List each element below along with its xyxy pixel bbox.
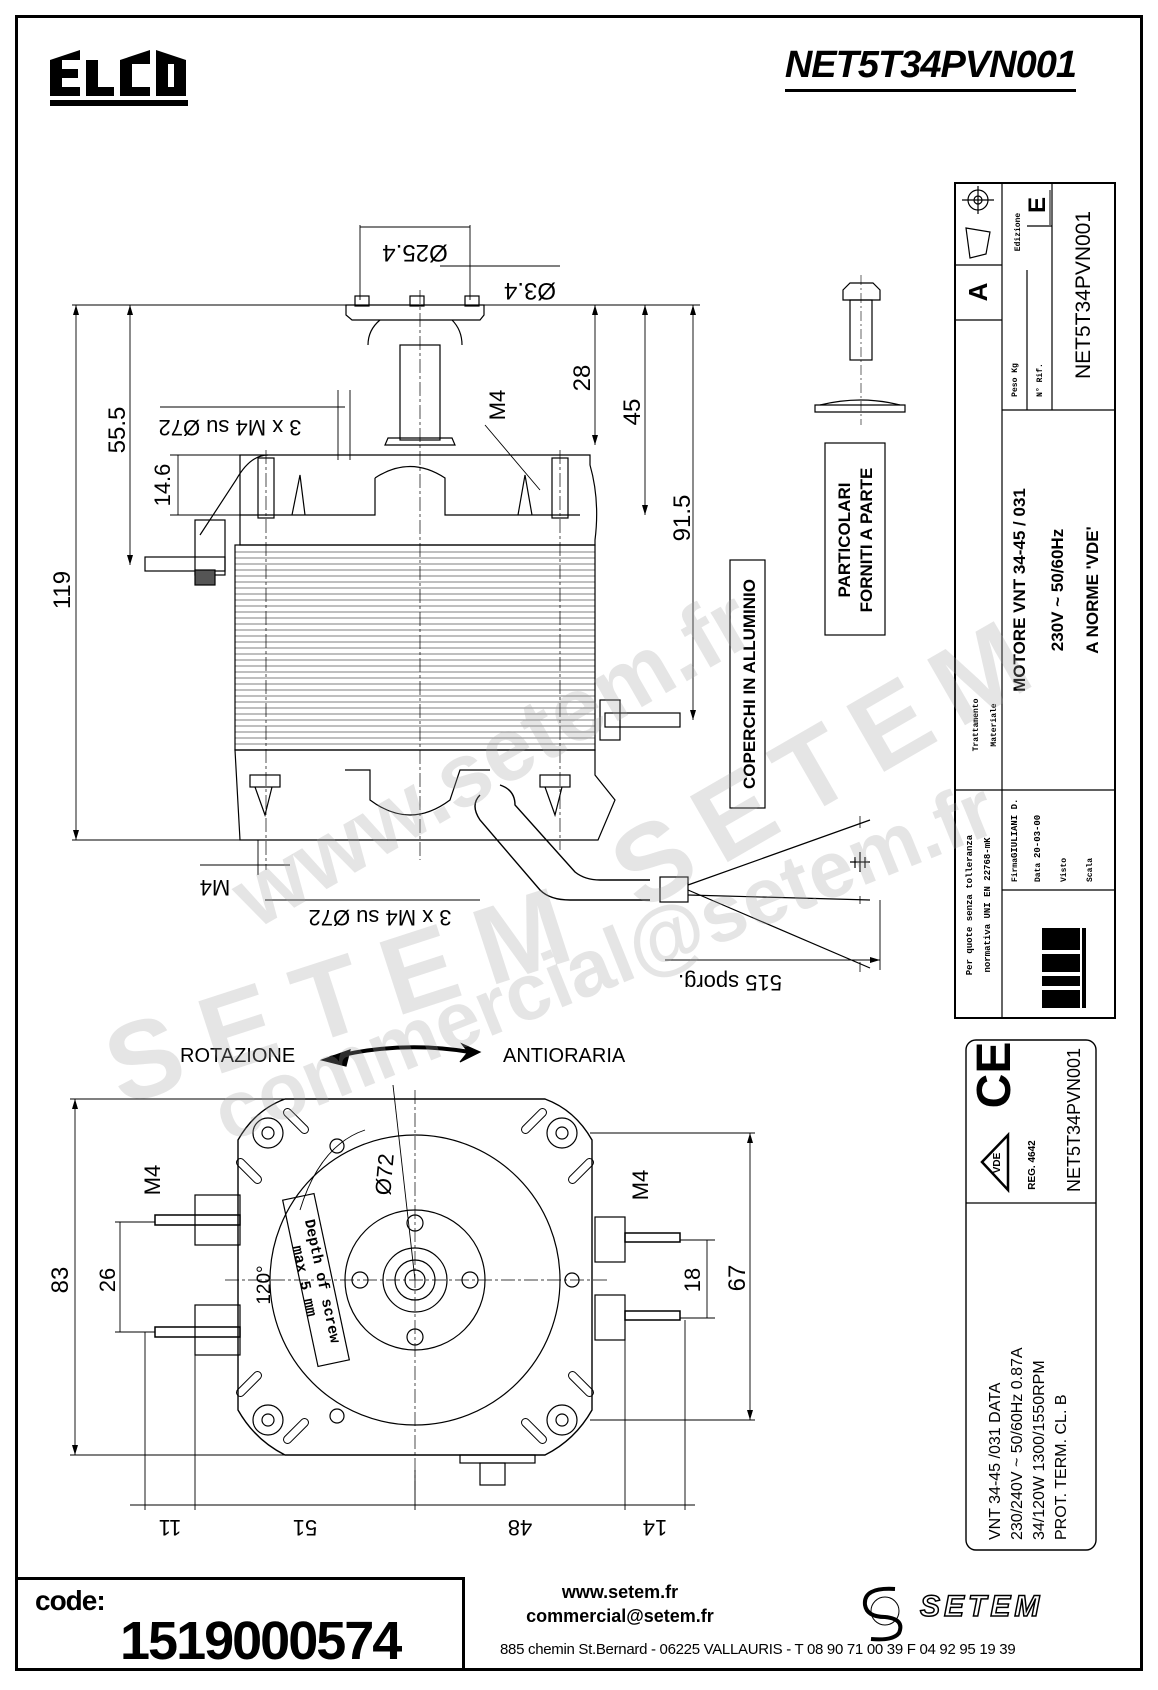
vde-reg: REG. 4642	[1027, 1140, 1038, 1190]
ce-mark-icon: CE	[968, 1042, 1021, 1109]
setem-logo	[855, 1583, 915, 1648]
dim-pcd-72: Ø72	[370, 1153, 399, 1197]
website-link[interactable]: www.setem.fr	[561, 1582, 679, 1602]
setem-swirl-icon	[862, 1586, 903, 1642]
dim-45: 45	[619, 399, 646, 426]
title-block-elco-logo-icon	[1042, 928, 1086, 1008]
vde-mark-icon: VDE	[992, 1152, 1003, 1173]
dim-119: 119	[49, 571, 76, 609]
rotation-direction: ANTIORARIA	[503, 1045, 626, 1067]
dim-14-6: 14.6	[150, 464, 175, 507]
parts-note-box	[824, 442, 886, 636]
projection-letter: A	[963, 282, 993, 301]
dim-square-83: 83	[47, 1267, 74, 1294]
thread-m4-left: M4	[140, 1165, 165, 1196]
thread-m4-right: M4	[628, 1170, 653, 1201]
date-label: Data	[1034, 863, 1043, 882]
treatment-label: Trattamento	[972, 698, 981, 751]
note-covers: COPERCHI IN ALLUMINIO	[740, 579, 759, 789]
drawing-frame	[15, 15, 1143, 1671]
thread-m4-bottom: M4	[200, 875, 231, 900]
dim-14: 14	[643, 1515, 667, 1540]
code-label: code:	[35, 1585, 106, 1616]
elco-logo	[50, 46, 220, 113]
dim-48: 48	[508, 1515, 532, 1540]
voltage-description: 230V ~ 50/60Hz	[1048, 529, 1067, 651]
dim-dia-25-4: Ø25.4	[382, 239, 447, 266]
contact-block: www.setem.fr commercial@setem.fr	[470, 1580, 770, 1628]
front-view-motor	[154, 1042, 681, 1490]
covers-note-box	[729, 559, 766, 809]
dim-top-bolts: 3 x M4 su Ø72	[158, 415, 301, 440]
front-view-dimensions	[70, 1084, 755, 1510]
side-view-motor	[144, 290, 871, 972]
signed-by: GIULIANI D.	[1010, 799, 1020, 858]
dim-square-67: 67	[724, 1265, 751, 1292]
plate-line-2: 230/240V ~ 50/60Hz 0.87A	[1009, 1347, 1026, 1540]
setem-wordmark: SETEM	[919, 1589, 1044, 1624]
edition-label: Edizione	[1014, 213, 1023, 252]
ground-icon	[850, 852, 870, 872]
dim-dia-3-4: Ø3.4	[504, 277, 556, 304]
code-box: code: 1519000574	[15, 1577, 465, 1671]
dim-91-5: 91.5	[669, 495, 696, 542]
standard-description: A NORME 'VDE'	[1083, 526, 1102, 653]
rotation-label: ROTAZIONE	[180, 1045, 295, 1067]
tolerance-note-2: normativa UNI EN 22768-mK	[983, 837, 993, 973]
note-parts-2: FORNITI A PARTE	[857, 468, 876, 613]
dim-28: 28	[569, 365, 596, 392]
email-link[interactable]: commercial@setem.fr	[526, 1606, 714, 1626]
dim-bottom-bolts: 3 x M4 su Ø72	[308, 905, 451, 930]
dim-51: 51	[293, 1515, 317, 1540]
dim-18: 18	[680, 1268, 705, 1292]
plate-line-3: 34/120W 1300/1550RPM	[1031, 1360, 1048, 1540]
model-title: NET5T34PVN001	[784, 44, 1077, 92]
thread-m4-top: M4	[485, 390, 510, 421]
plate-code: NET5T34PVN001	[1064, 1048, 1084, 1192]
drawing-date: 20-03-00	[1033, 815, 1043, 858]
ref-label: N° Rif.	[1036, 363, 1045, 397]
plate-line-4: PROT. TERM. CL. B	[1053, 1394, 1070, 1540]
dim-55-5: 55.5	[104, 407, 131, 454]
side-view-dimensions	[72, 225, 881, 970]
dim-11: 11	[159, 1515, 182, 1540]
material-label: Materiale	[990, 703, 999, 746]
vde-triangle-icon	[980, 1131, 1010, 1194]
dim-cable-515: 515 sporg.	[678, 970, 782, 995]
signed-label: Firma	[1011, 858, 1020, 882]
scale-label: Scala	[1086, 858, 1095, 882]
tolerance-note-1: Per quote senza tolleranza	[965, 834, 975, 975]
motor-description: MOTORE VNT 34-45 / 031	[1010, 488, 1029, 692]
weight-label: Peso Kg	[1011, 363, 1020, 397]
plate-line-1: VNT 34-45 /031 DATA	[987, 1382, 1004, 1540]
label-plate-box	[965, 1039, 1097, 1551]
drawing-number: NET5T34PVN001	[1072, 211, 1095, 379]
seen-label: Visto	[1060, 858, 1069, 882]
elco-logo-icon	[50, 50, 188, 106]
screw-washer-parts	[814, 275, 906, 425]
edition-letter: E	[1024, 197, 1051, 213]
code-value: 1519000574	[120, 1611, 402, 1671]
company-address: 885 chemin St.Bernard - 06225 VALLAURIS …	[500, 1641, 1016, 1658]
title-block	[954, 182, 1116, 1019]
dim-angle-120: 120°	[254, 1265, 275, 1304]
dim-26: 26	[95, 1268, 120, 1292]
note-parts-1: PARTICOLARI	[835, 483, 854, 598]
